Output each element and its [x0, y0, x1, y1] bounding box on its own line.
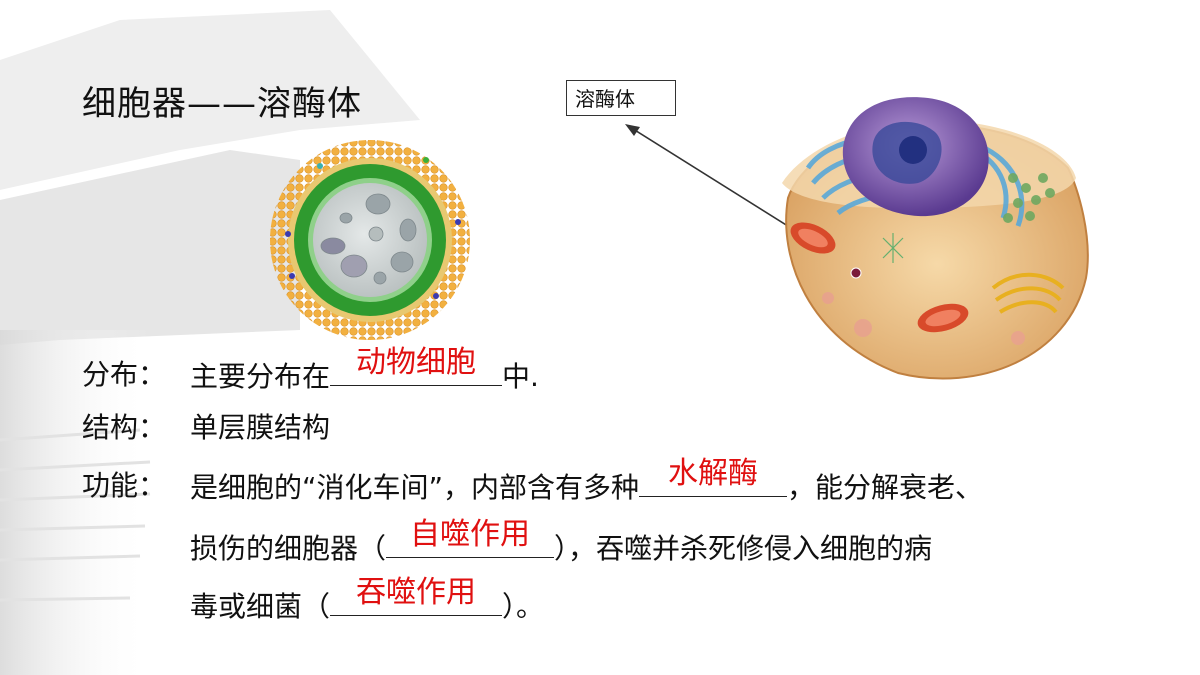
- distribution-blank: 动物细胞: [330, 345, 503, 386]
- structure-key: 结构：: [82, 411, 167, 444]
- function-line2-prefix: 损伤的细胞器（: [190, 532, 387, 565]
- distribution-text: 主要分布在动物细胞中.: [190, 345, 539, 397]
- distribution-row: 分布： 主要分布在动物细胞中.: [0, 345, 1200, 399]
- lysosome-illustration: [270, 140, 470, 340]
- function-line-1: 是细胞的“消化车间”，内部含有多种水解酶 ，能分解衰老、: [190, 456, 984, 508]
- function-line-2: 损伤的细胞器（ 自噬作用 ），吞噬并杀死修侵入细胞的病: [190, 517, 933, 569]
- function-answer-2: 自噬作用: [410, 517, 531, 552]
- distribution-answer: 动物细胞: [356, 345, 477, 380]
- function-line2-suffix: ），吞噬并杀死修侵入细胞的病: [554, 532, 933, 565]
- page-title: 细胞器——溶酶体: [82, 84, 362, 124]
- function-line1-suffix: ，能分解衰老、: [787, 471, 984, 504]
- function-row-2: 损伤的细胞器（ 自噬作用 ），吞噬并杀死修侵入细胞的病: [0, 517, 1200, 571]
- distribution-suffix: 中.: [502, 360, 539, 393]
- function-line1-prefix: 是细胞的“消化车间”，内部含有多种: [190, 471, 640, 504]
- function-line3-suffix: ）。: [502, 590, 545, 623]
- lysosome-label-box: 溶酶体: [566, 80, 676, 116]
- structure-text: 单层膜结构: [190, 411, 331, 444]
- function-line3-prefix: 毒或细菌（: [190, 590, 331, 623]
- function-answer-1: 水解酶: [668, 456, 759, 491]
- function-row-3: 毒或细菌（ 吞噬作用 ）。: [0, 575, 1200, 629]
- function-blank-1: 水解酶: [639, 456, 788, 497]
- function-key: 功能：: [82, 469, 167, 502]
- function-blank-2: 自噬作用: [386, 517, 555, 558]
- function-line-3: 毒或细菌（ 吞噬作用 ）。: [190, 575, 545, 627]
- function-row-1: 功能： 是细胞的“消化车间”，内部含有多种水解酶 ，能分解衰老、: [0, 456, 1200, 510]
- distribution-prefix: 主要分布在: [190, 360, 331, 393]
- distribution-key: 分布：: [82, 358, 167, 391]
- structure-row: 结构： 单层膜结构: [0, 408, 1200, 452]
- function-answer-3: 吞噬作用: [356, 575, 477, 610]
- function-blank-3: 吞噬作用: [330, 575, 503, 616]
- animal-cell-illustration: [782, 97, 1089, 380]
- background-decoration: [0, 10, 420, 675]
